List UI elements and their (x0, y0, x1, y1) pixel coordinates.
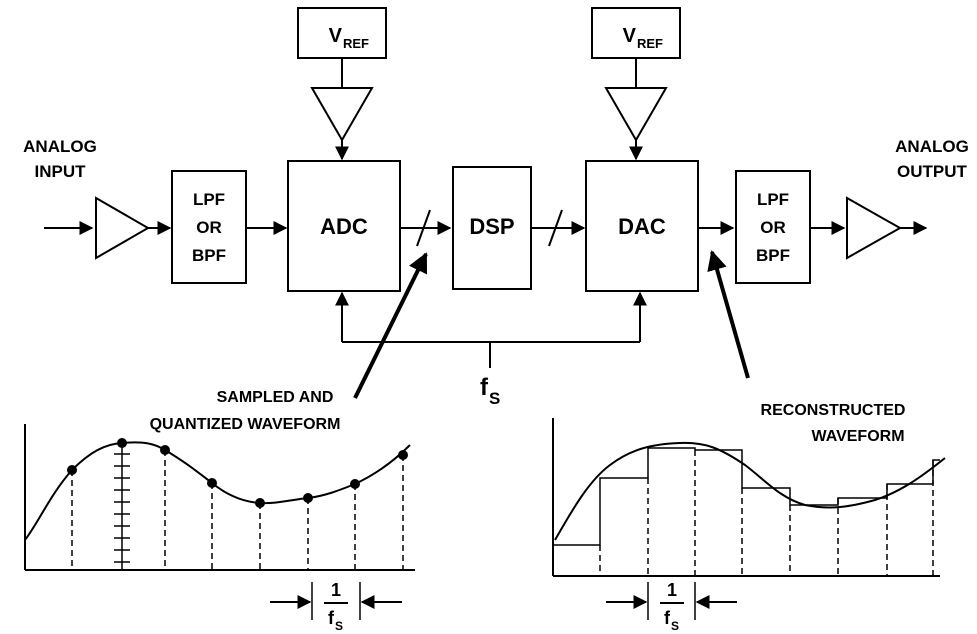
svg-text:1: 1 (667, 580, 677, 600)
vref-dac-block: V REF (591, 7, 681, 59)
svg-text:BPF: BPF (192, 246, 226, 265)
adc-bus-slash (416, 209, 431, 247)
input-amplifier (95, 196, 151, 260)
sampled-waveform-plot (24, 424, 415, 571)
svg-text:f: f (480, 374, 489, 401)
vref-dac-buffer (604, 87, 668, 143)
dac-block: DAC (585, 160, 699, 292)
reconstructed-caption: RECONSTRUCTED WAVEFORM (761, 402, 906, 445)
svg-text:LPF: LPF (757, 190, 789, 209)
svg-text:f: f (664, 608, 671, 628)
svg-text:S: S (489, 389, 500, 408)
reconstructed-waveform-plot (552, 418, 946, 577)
svg-text:1: 1 (331, 580, 341, 600)
svg-text:DSP: DSP (469, 214, 514, 239)
svg-text:RECONSTRUCTED: RECONSTRUCTED (761, 402, 906, 419)
reconstructed-curve (554, 441, 946, 541)
output-filter-block: LPF OR BPF (735, 170, 811, 284)
input-filter-block: LPF OR BPF (171, 170, 247, 284)
svg-text:V: V (329, 25, 343, 47)
svg-text:WAVEFORM: WAVEFORM (811, 428, 904, 445)
svg-text:S: S (671, 619, 679, 633)
sampled-caption: SAMPLED AND QUANTIZED WAVEFORM (150, 389, 341, 433)
dac-bus-slash (548, 209, 563, 247)
svg-text:BPF: BPF (756, 246, 790, 265)
left-period-marker: 1 f S (270, 580, 402, 633)
svg-text:V: V (623, 25, 637, 47)
svg-text:REF: REF (343, 36, 369, 51)
right-period-marker: 1 f S (606, 580, 737, 633)
sample-points (67, 438, 408, 508)
svg-text:REF: REF (637, 36, 663, 51)
svg-text:S: S (335, 619, 343, 633)
sampled-curve (24, 441, 411, 541)
svg-text:INPUT: INPUT (35, 162, 87, 181)
staircase-output (553, 447, 940, 546)
sample-lines (71, 450, 404, 570)
sampled-pointer-arrow (353, 252, 428, 399)
svg-text:DAC: DAC (618, 214, 666, 239)
reconstruction-lines (599, 450, 934, 576)
clock-lines (335, 291, 647, 368)
svg-text:OUTPUT: OUTPUT (897, 162, 968, 181)
svg-text:ADC: ADC (320, 214, 368, 239)
svg-text:SAMPLED AND: SAMPLED AND (217, 389, 334, 406)
svg-text:ANALOG: ANALOG (895, 137, 969, 156)
output-amplifier (846, 196, 903, 260)
analog-input-label: ANALOG INPUT (23, 137, 97, 181)
svg-text:QUANTIZED WAVEFORM: QUANTIZED WAVEFORM (150, 416, 341, 433)
quantization-scale (114, 443, 130, 570)
analog-output-label: ANALOG OUTPUT (895, 137, 969, 181)
vref-adc-block: V REF (297, 7, 387, 59)
dsp-block: DSP (452, 166, 532, 290)
svg-text:LPF: LPF (193, 190, 225, 209)
fs-label: f S (480, 374, 500, 408)
svg-text:OR: OR (760, 218, 786, 237)
adc-block: ADC (287, 160, 401, 292)
svg-text:OR: OR (196, 218, 222, 237)
reconstructed-pointer-arrow (707, 250, 750, 379)
vref-adc-buffer (310, 87, 374, 143)
svg-text:f: f (328, 608, 335, 628)
svg-text:ANALOG: ANALOG (23, 137, 97, 156)
